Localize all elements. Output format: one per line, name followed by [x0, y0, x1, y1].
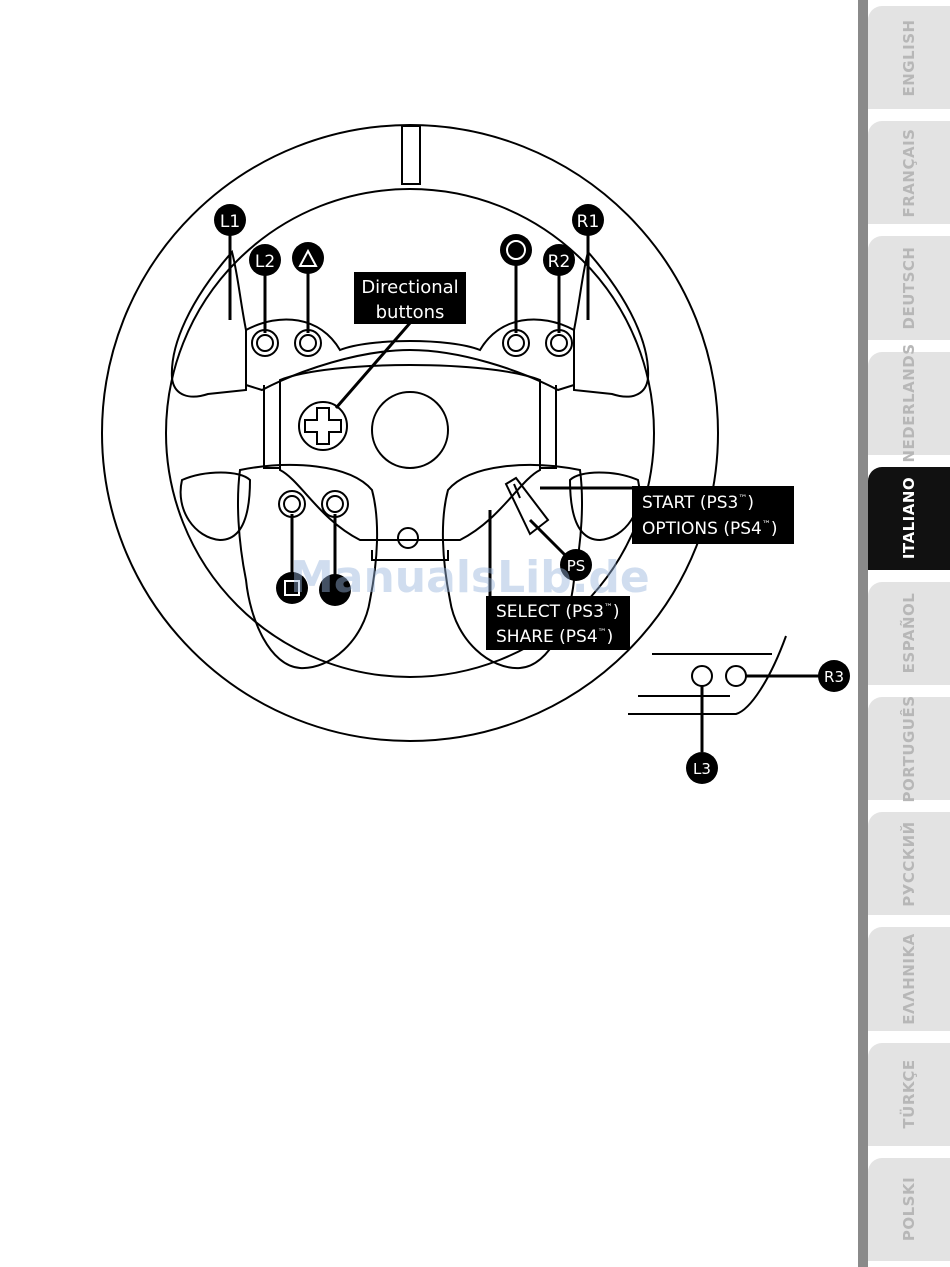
svg-text:Directional: Directional — [361, 277, 458, 298]
tab-label: РУССКИЙ — [900, 821, 918, 906]
svg-text:L1: L1 — [220, 212, 240, 232]
button-square — [279, 491, 305, 517]
tab-label: ENGLISH — [900, 19, 918, 96]
callout-r1: R1 — [572, 204, 604, 236]
button-r3 — [726, 666, 746, 686]
tab-label: ITALIANO — [900, 477, 918, 559]
button-l3 — [692, 666, 712, 686]
callout-r2: R2 — [543, 244, 575, 276]
language-tabs: ENGLISH FRANÇAIS DEUTSCH NEDERLANDS ITALIANO… — [858, 0, 950, 1267]
watermark: ManualsLib.de — [290, 552, 650, 603]
button-cross — [322, 491, 348, 517]
callout-triangle — [292, 242, 324, 274]
button-l2 — [252, 330, 278, 356]
svg-text:SELECT (PS3™): SELECT (PS3™) — [496, 602, 620, 622]
tab-label: ΕΛΛΗΝΙΚΑ — [900, 933, 918, 1024]
tab-11[interactable]: POLSKI — [868, 1158, 950, 1261]
button-circle — [503, 330, 529, 356]
tab-label: POLSKI — [900, 1177, 918, 1241]
svg-text:R3: R3 — [824, 668, 844, 686]
tab-label: FRANÇAIS — [900, 128, 918, 217]
tab-strip — [858, 0, 868, 1267]
wheel-button-diagram: L1 R1 L2 R2 Directional buttons PS START… — [0, 0, 860, 820]
hub-left-spoke — [264, 385, 280, 468]
inset-r3-l3 — [628, 636, 820, 752]
hub-right-spoke — [540, 385, 556, 468]
callout-directional: Directional buttons — [354, 272, 466, 324]
tab-label: TÜRKÇE — [900, 1060, 918, 1129]
svg-text:L3: L3 — [693, 760, 711, 778]
tab-8[interactable]: РУССКИЙ — [868, 812, 950, 915]
callout-select-share: SELECT (PS3™) SHARE (PS4™) — [486, 596, 630, 650]
svg-text:R2: R2 — [548, 252, 571, 272]
tab-10[interactable]: TÜRKÇE — [868, 1043, 950, 1146]
callout-r3: R3 — [818, 660, 850, 692]
hub-upper-bar — [246, 319, 574, 390]
tab-label: DEUTSCH — [900, 246, 918, 329]
callout-l2: L2 — [249, 244, 281, 276]
svg-text:R1: R1 — [577, 212, 600, 232]
tab-6[interactable]: ESPAÑOL — [868, 582, 950, 685]
svg-text:START (PS3™): START (PS3™) — [642, 493, 754, 513]
dpad — [299, 402, 347, 450]
left-paddle — [172, 252, 246, 397]
tab-7[interactable]: PORTUGUÊS — [868, 697, 950, 800]
tab-label: ESPAÑOL — [900, 593, 918, 674]
start-select-toggle — [506, 478, 548, 534]
svg-text:OPTIONS (PS4™): OPTIONS (PS4™) — [642, 519, 777, 539]
button-r2 — [546, 330, 572, 356]
tab-4[interactable]: NEDERLANDS — [868, 352, 950, 455]
tab-label: NEDERLANDS — [900, 344, 918, 463]
svg-text:L2: L2 — [255, 252, 275, 272]
tab-9[interactable]: ΕΛΛΗΝΙΚΑ — [868, 927, 950, 1030]
button-triangle — [295, 330, 321, 356]
callout-start-options: START (PS3™) OPTIONS (PS4™) — [632, 486, 794, 544]
tab-label: PORTUGUÊS — [900, 695, 918, 802]
tab-5[interactable]: ITALIANO — [868, 467, 950, 570]
tab-3[interactable]: DEUTSCH — [868, 236, 950, 339]
tab-2[interactable]: FRANÇAIS — [868, 121, 950, 224]
right-paddle — [574, 252, 648, 397]
svg-text:buttons: buttons — [376, 302, 445, 323]
wheel-center-stripe — [402, 126, 420, 184]
callout-l1: L1 — [214, 204, 246, 236]
tab-1[interactable]: ENGLISH — [868, 6, 950, 109]
svg-text:SHARE (PS4™): SHARE (PS4™) — [496, 627, 613, 647]
callout-l3: L3 — [686, 752, 718, 784]
hub-center-circle — [372, 392, 448, 468]
callout-circle — [500, 234, 532, 266]
hub-small-screw — [398, 528, 418, 548]
